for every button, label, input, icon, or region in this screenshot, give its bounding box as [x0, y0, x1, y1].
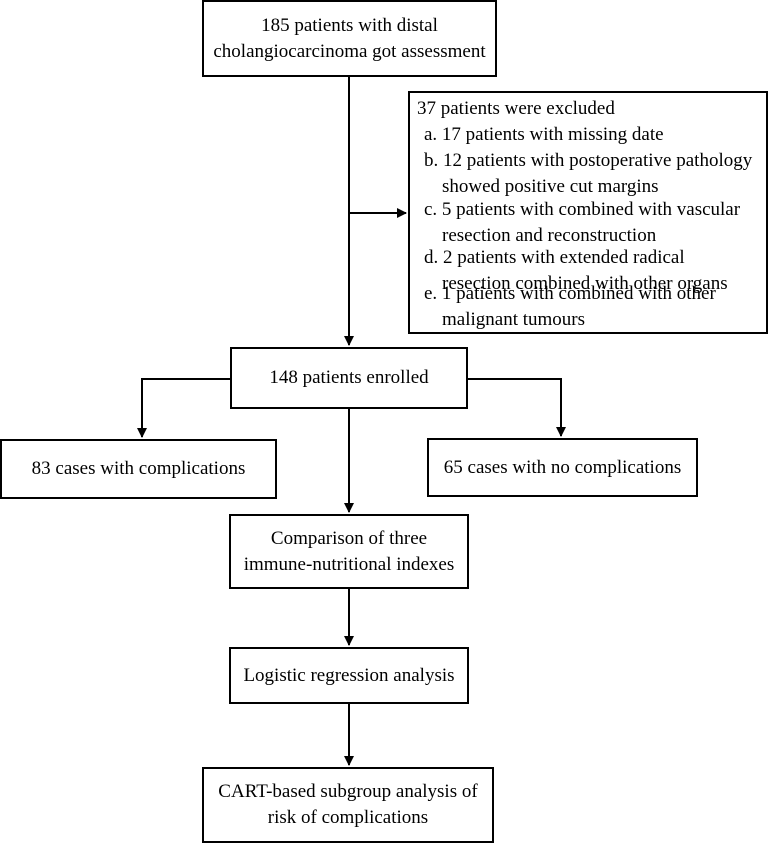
excluded-item-c-line-1: c. 5 patients with combined with vascula… — [424, 199, 741, 220]
excluded-item-e-line-1: e. 1 patients with combined with other — [424, 283, 716, 304]
excluded-title: 37 patients were excluded — [417, 98, 615, 119]
excluded-item-a-line-1: a. 17 patients with missing date — [424, 124, 664, 145]
excluded-item-b-line-2: showed positive cut margins — [442, 176, 659, 197]
no-complications-line-1: 65 cases with no complications — [443, 456, 682, 478]
cart-line-1: CART-based subgroup analysis of — [218, 781, 478, 802]
excluded-item-d-line-2: resection combined with other organs — [442, 273, 728, 294]
complications-line-1: 83 cases with complications — [31, 458, 246, 479]
excluded-item-a: a. 17 patients with missing date — [424, 122, 664, 148]
arrow-enrolled-to-complications — [137, 378, 230, 438]
logistic-line-1: Logistic regression analysis — [243, 664, 455, 686]
comparison-line-1: Comparison of three — [270, 527, 428, 549]
enrolled-box: 148 patients enrolled — [230, 347, 468, 409]
assessment-box: 185 patients with distal cholangiocarcin… — [202, 0, 497, 77]
excluded-item-b: b. 12 patients with postoperative pathol… — [424, 148, 752, 200]
assessment-line-1: 185 patients with distal — [261, 14, 438, 36]
comparison-line-2: immune-nutritional indexes — [243, 553, 455, 575]
excluded-item-d: d. 2 patients with extended radical rese… — [424, 245, 728, 297]
complications-box: 83 cases with complications — [0, 439, 277, 499]
assessment-line-2: cholangiocarcinoma got assessment — [213, 40, 486, 62]
arrow-enrolled-to-no-complications — [468, 378, 566, 437]
excluded-item-e-line-2: malignant tumours — [442, 309, 586, 330]
excluded-item-c: c. 5 patients with combined with vascula… — [424, 197, 740, 249]
excluded-item-c-line-2: resection and reconstruction — [442, 225, 657, 246]
excluded-item-e: e. 1 patients with combined with other m… — [424, 281, 716, 333]
excluded-item-b-line-1: b. 12 patients with postoperative pathol… — [424, 150, 753, 171]
cart-box: CART-based subgroup analysis of risk of … — [202, 767, 494, 843]
excluded-box: 37 patients were excluded a. 17 patients… — [408, 91, 768, 334]
cart-line-2: risk of complications — [267, 807, 429, 828]
enrolled-line-1: 148 patients enrolled — [269, 367, 429, 388]
logistic-box: Logistic regression analysis — [229, 647, 469, 704]
no-complications-box: 65 cases with no complications — [427, 438, 698, 497]
excluded-item-d-line-1: d. 2 patients with extended radical — [424, 247, 685, 268]
comparison-box: Comparison of three immune-nutritional i… — [229, 514, 469, 589]
